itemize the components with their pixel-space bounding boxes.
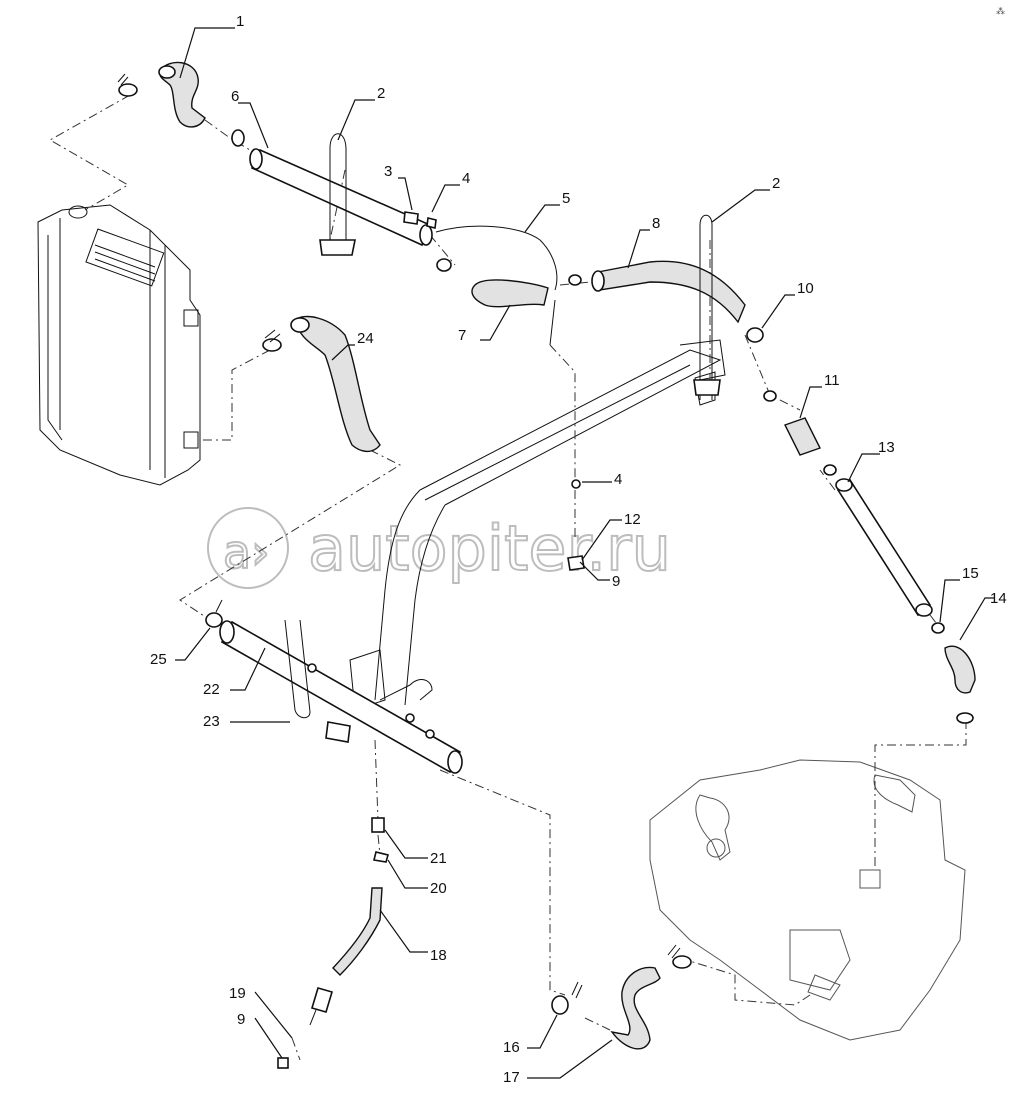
sensor-19 — [311, 987, 333, 1013]
callout-c9a: 9 — [612, 573, 620, 590]
hose-1 — [158, 61, 206, 128]
corner-mark: ⁂ — [996, 6, 1005, 16]
callout-c15: 15 — [962, 565, 979, 582]
callout-c5: 5 — [562, 190, 570, 207]
callout-c22: 22 — [203, 681, 220, 698]
clamp-25 — [205, 612, 223, 628]
radiator — [37, 204, 201, 486]
callout-c14: 14 — [990, 590, 1007, 607]
callout-c7: 7 — [458, 327, 466, 344]
parts — [117, 61, 976, 1069]
fitting-4-top — [426, 217, 437, 229]
leader-lines — [175, 27, 995, 1079]
callout-c12: 12 — [624, 511, 641, 528]
hose-18 — [332, 887, 383, 976]
callout-c16: 16 — [503, 1039, 520, 1056]
callout-c25: 25 — [150, 651, 167, 668]
engine-block — [649, 759, 966, 1041]
callout-c24: 24 — [357, 330, 374, 347]
callout-c11: 11 — [824, 372, 840, 389]
hose-17 — [610, 966, 661, 1050]
watermark-text: autopiter.ru — [308, 512, 671, 585]
callout-c4b: 4 — [614, 471, 622, 488]
clamp-top-left — [118, 83, 138, 97]
callout-c6: 6 — [231, 88, 239, 105]
callout-c13: 13 — [878, 439, 895, 456]
callout-c20: 20 — [430, 880, 447, 897]
fitting-3 — [403, 211, 419, 225]
u-bolt-2-left — [329, 133, 347, 255]
callout-c10: 10 — [797, 280, 814, 297]
fitting-20 — [373, 851, 389, 863]
watermark-logo-glyph: a› — [223, 525, 270, 579]
callout-c21: 21 — [430, 850, 447, 867]
fitting-12 — [567, 555, 585, 571]
hose-7 — [471, 279, 549, 308]
watermark: a› autopiter.ru — [207, 507, 672, 589]
plug-9 — [277, 1057, 289, 1069]
pipe-6 — [250, 148, 432, 247]
callout-c19: 19 — [229, 985, 246, 1002]
callout-c23: 23 — [203, 713, 220, 730]
callout-c8: 8 — [652, 215, 660, 232]
callout-c2a: 2 — [377, 85, 385, 102]
clamp-16 — [551, 995, 569, 1015]
callout-c4a: 4 — [462, 170, 470, 187]
u-bolt-2-right — [699, 214, 713, 400]
clamp-10 — [746, 327, 764, 343]
callout-c17: 17 — [503, 1069, 520, 1086]
u-bolt-23 — [284, 619, 311, 719]
callout-c3: 3 — [384, 163, 392, 180]
callout-c1: 1 — [236, 13, 244, 30]
hose-24 — [294, 315, 381, 453]
callout-c9b: 9 — [237, 1011, 245, 1028]
pipe-13 — [836, 478, 932, 617]
fitting-21 — [371, 817, 385, 833]
clamp-15 — [931, 622, 945, 634]
pipe-8 — [597, 260, 746, 324]
callout-c2b: 2 — [772, 175, 780, 192]
small-hose-5 — [435, 225, 558, 291]
callout-c18: 18 — [430, 947, 447, 964]
hose-14 — [944, 645, 976, 694]
sleeve-11 — [784, 417, 821, 456]
